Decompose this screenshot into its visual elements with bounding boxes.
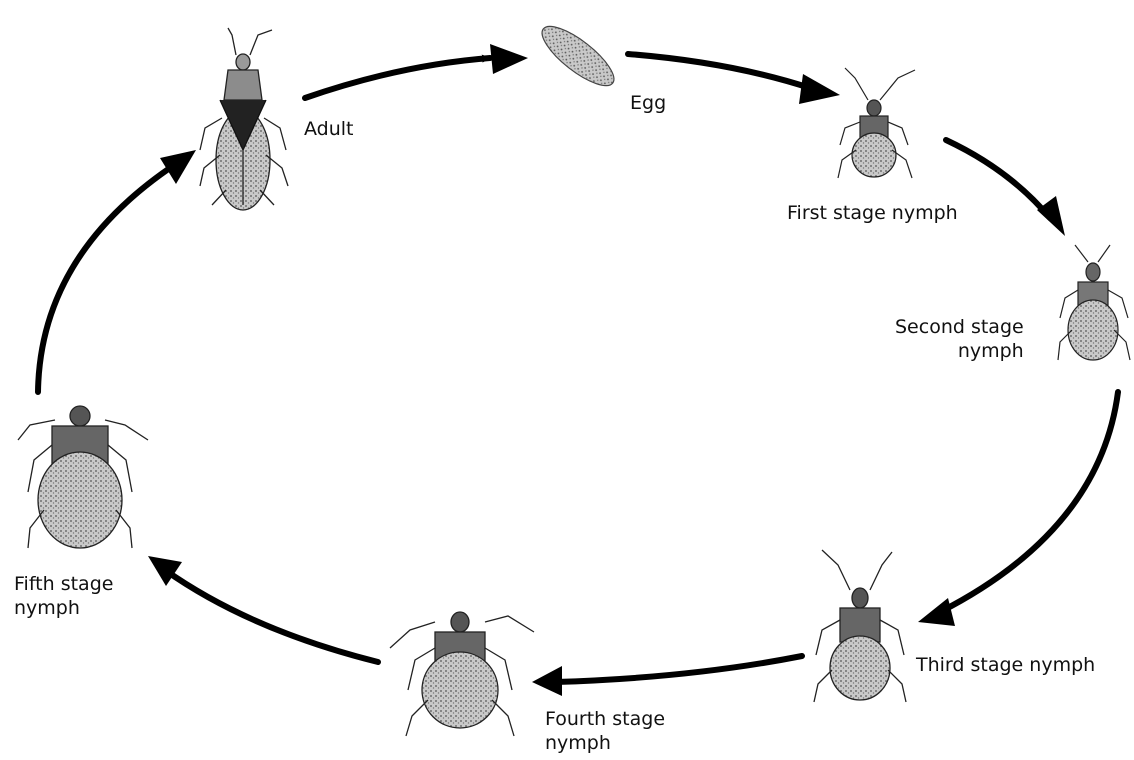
label-second-line1: Second stage [895,315,1024,339]
second-nymph-illustration [1058,245,1130,360]
arrowhead-first-nymph [799,74,840,104]
label-fourth-line1: Fourth stage [545,707,665,731]
first-nymph-illustration [838,68,915,178]
label-fifth-line2: nymph [14,596,113,620]
egg-illustration [534,17,622,95]
arrow-third-to-fourth-nymph [555,656,802,682]
arrow-egg-to-first-nymph [628,54,810,88]
label-egg-line1: Egg [630,91,666,115]
arrowheads [148,44,1065,696]
label-adult: Adult [304,117,354,141]
arrow-first-to-second-nymph [946,140,1050,218]
arrowhead-egg [490,44,528,74]
label-fifth-stage-nymph: Fifth stage nymph [14,572,113,620]
arrow-adult-to-egg [305,58,490,98]
fourth-nymph-illustration [390,612,534,736]
label-fifth-line1: Fifth stage [14,572,113,596]
label-first-line1: First stage nymph [787,201,958,225]
label-egg: Egg [630,91,666,115]
arrowhead-second-nymph [1037,196,1065,236]
label-fourth-stage-nymph: Fourth stage nymph [545,707,665,755]
label-fourth-line2: nymph [545,731,665,755]
label-third-stage-nymph: Third stage nymph [916,653,1095,677]
label-third-line1: Third stage nymph [916,653,1095,677]
label-first-stage-nymph: First stage nymph [787,201,958,225]
arrow-second-to-third-nymph [940,392,1118,612]
arrowhead-fourth-nymph [532,666,562,696]
label-adult-line1: Adult [304,117,354,141]
label-second-stage-nymph: Second stage nymph [895,315,1024,363]
arrowhead-adult [160,150,196,184]
arrow-fifth-to-adult [38,158,185,392]
label-second-line2: nymph [895,339,1024,363]
arrowhead-third-nymph [918,598,955,626]
third-nymph-illustration [814,550,906,702]
fifth-nymph-illustration [18,406,148,548]
arrow-fourth-to-fifth-nymph [165,570,378,662]
adult-insect-illustration [200,28,288,210]
